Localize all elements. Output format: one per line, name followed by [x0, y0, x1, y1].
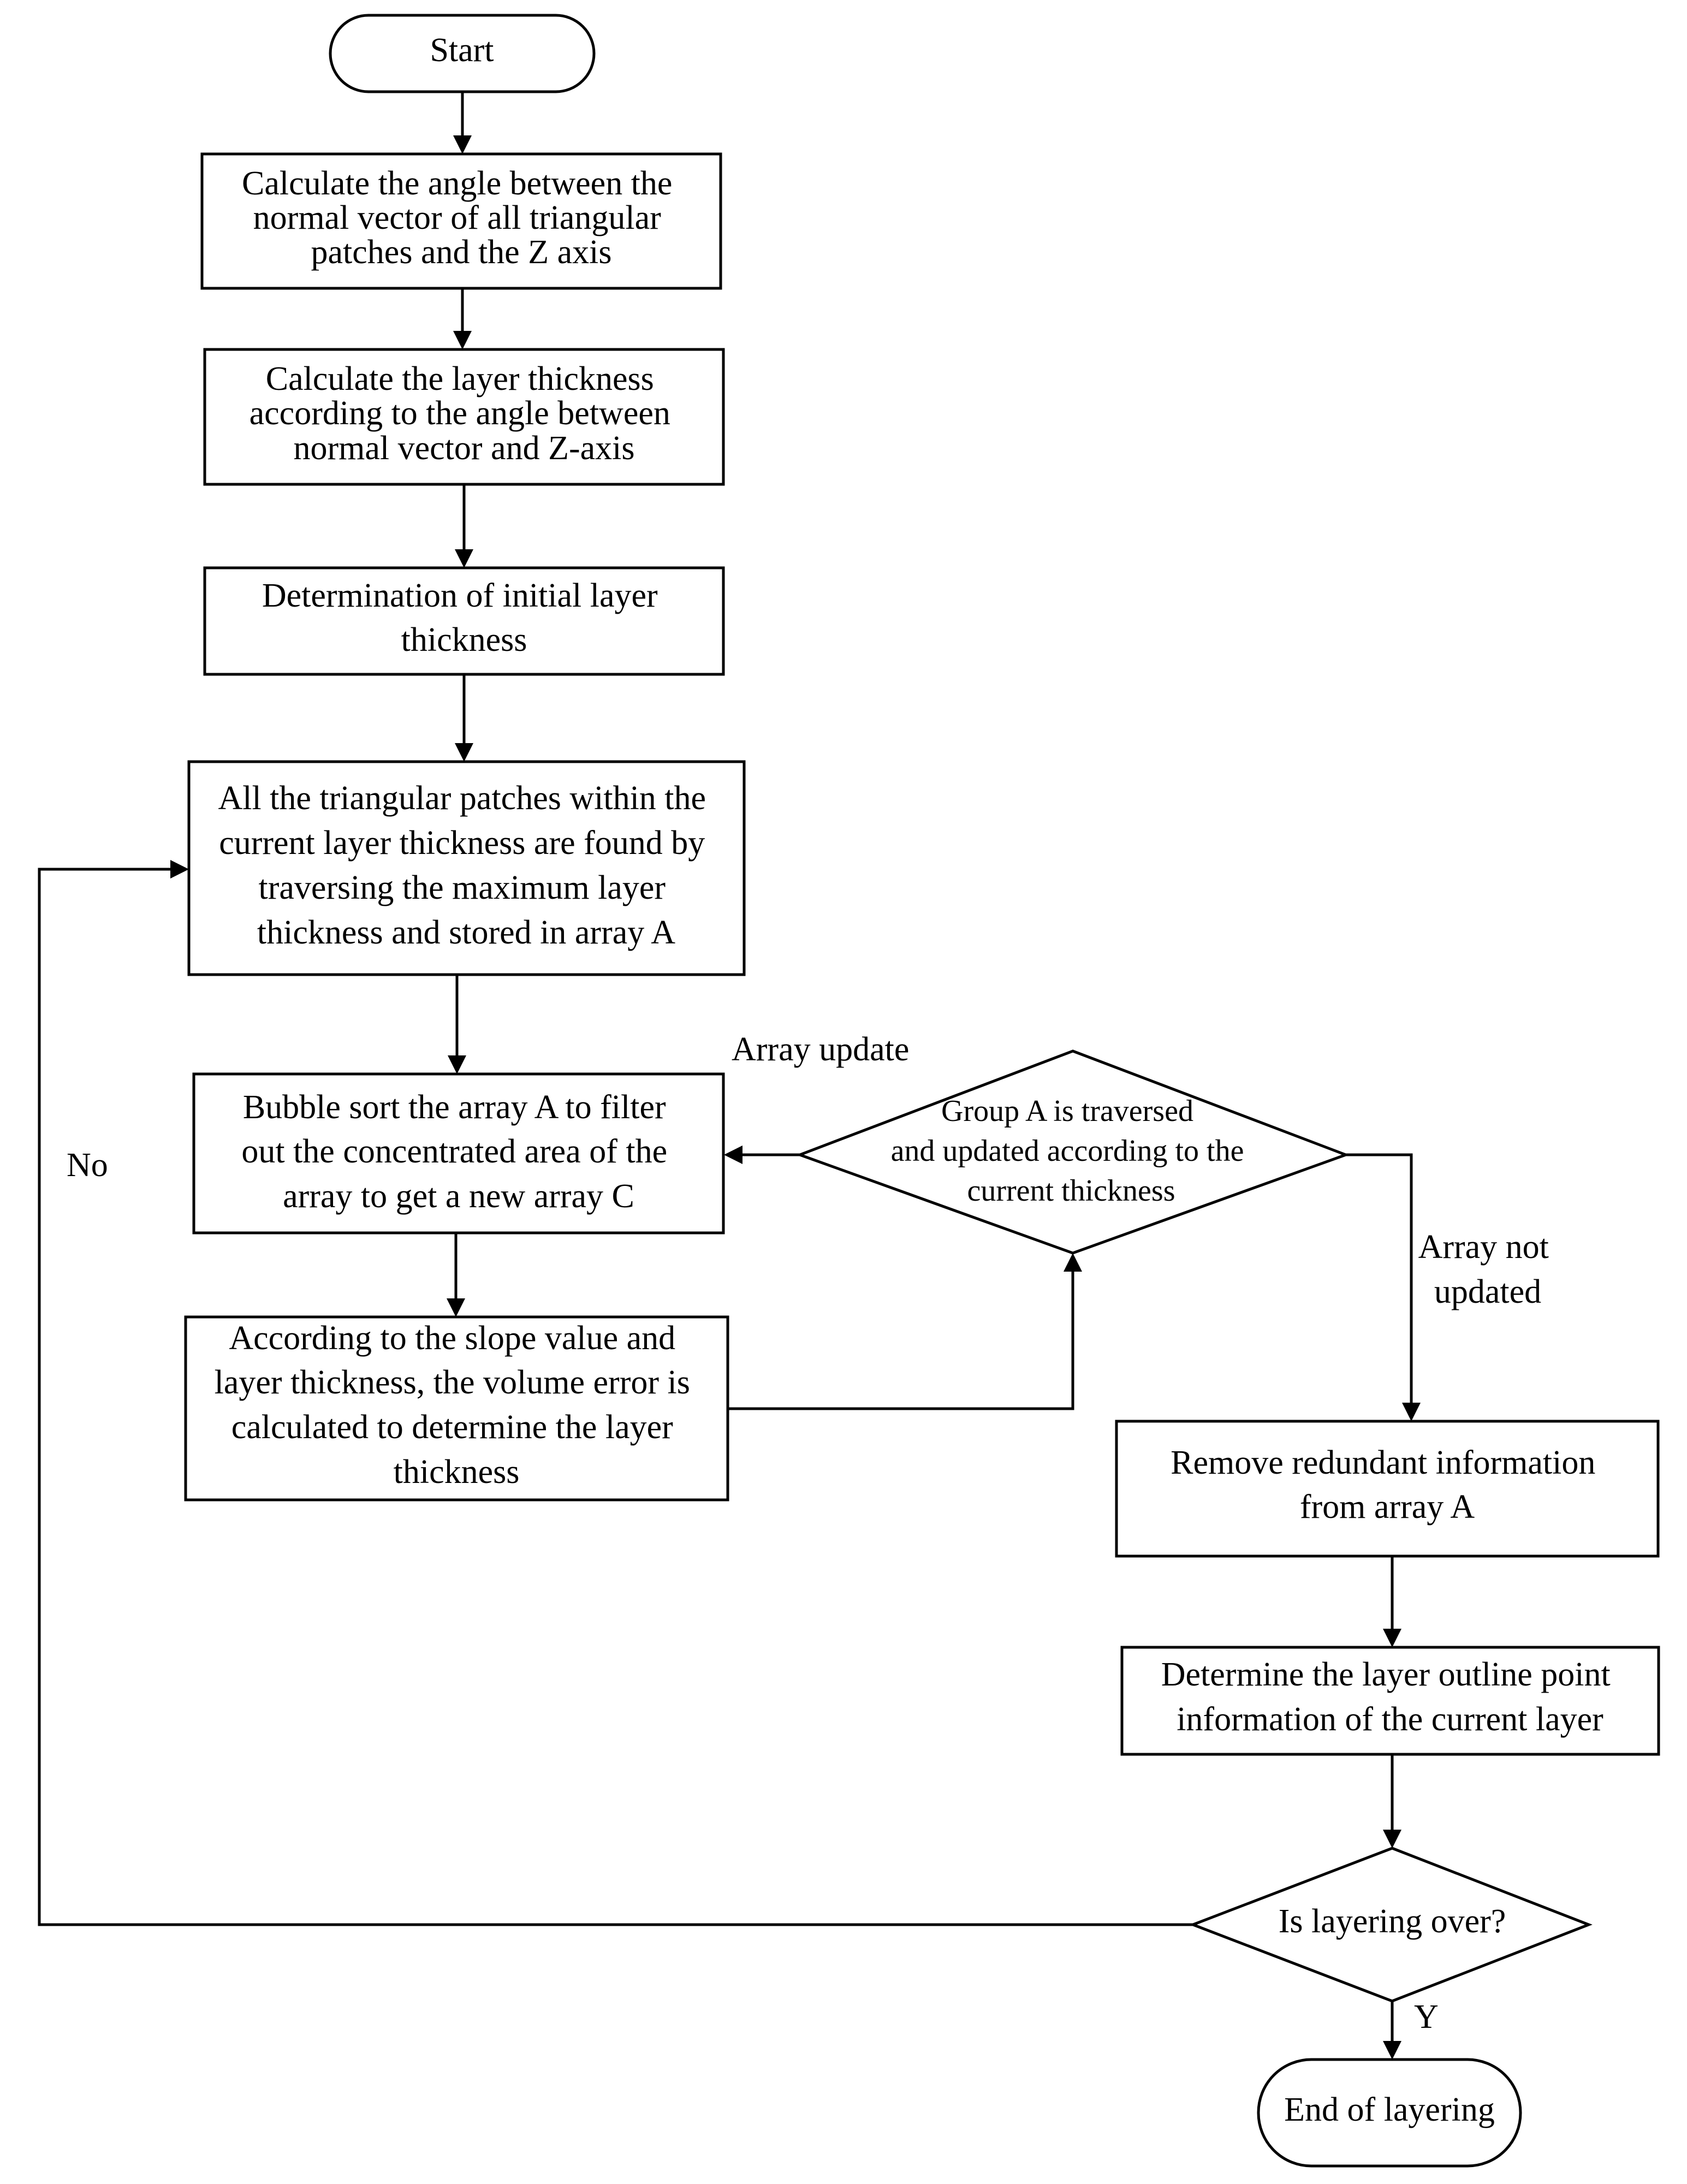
- decision-diamond: [795, 1049, 1350, 1255]
- node-calc-angle-line: patches and the Z axis: [311, 234, 612, 271]
- node-find-patches: All the triangular patches within the cu…: [187, 760, 746, 976]
- node-volume-error-line: thickness: [394, 1453, 520, 1491]
- node-initial-thickness-line: Determination of initial layer: [262, 577, 658, 614]
- terminal-shape: [1257, 2058, 1522, 2168]
- node-calc-thickness-line: according to the angle between: [250, 395, 670, 432]
- node-calc-thickness-line: normal vector and Z-axis: [294, 430, 635, 467]
- node-volume-error-line: calculated to determine the layer: [231, 1409, 673, 1446]
- node-bubble-sort-text: Bubble sort the array A to filter out th…: [241, 1081, 675, 1215]
- node-is-over: Is layering over?: [1189, 1847, 1593, 2003]
- node-calc-thickness-line: Calculate the layer thickness: [266, 360, 654, 397]
- arrowhead: [1383, 2041, 1401, 2060]
- terminal-shape: [329, 14, 596, 93]
- node-outline-points: Determine the layer outline point inform…: [1120, 1646, 1660, 1756]
- process-box: [192, 1072, 725, 1235]
- node-calc-thickness-text: Calculate the layer thickness according …: [250, 353, 679, 467]
- edge-is-over-to-find-patches: [38, 868, 1193, 1926]
- node-end-text: End of layering: [1284, 2091, 1495, 2128]
- node-find-patches-line: thickness and stored in array A: [257, 914, 675, 951]
- edges: [38, 92, 1421, 2060]
- node-outline-points-line: Determine the layer outline point: [1161, 1656, 1611, 1693]
- node-find-patches-line: All the triangular patches within the: [218, 780, 706, 817]
- arrowhead: [1383, 1629, 1401, 1647]
- edge-volume-error-to-group-update: [728, 1267, 1074, 1410]
- label-array-update: Array update: [732, 1031, 909, 1068]
- node-group-update-line: Group A is traversed: [941, 1094, 1193, 1128]
- node-initial-thickness-text: Determination of initial layer thickness: [262, 569, 666, 658]
- node-start-text: Start: [430, 32, 494, 69]
- node-remove-redundant-line: from array A: [1300, 1488, 1475, 1526]
- node-initial-thickness-line: thickness: [401, 621, 527, 658]
- process-box: [184, 1315, 729, 1502]
- arrowhead: [455, 743, 473, 762]
- process-box: [203, 348, 725, 486]
- arrowhead: [448, 1055, 466, 1074]
- process-box: [203, 566, 725, 676]
- node-is-over-line: Is layering over?: [1279, 1903, 1506, 1940]
- node-group-update-line: and updated according to the: [891, 1134, 1244, 1168]
- node-calc-angle: Calculate the angle between the normal v…: [200, 152, 722, 290]
- arrowhead: [1064, 1253, 1082, 1272]
- node-start-line: Start: [430, 32, 494, 69]
- node-bubble-sort-line: out the concentrated area of the: [241, 1133, 667, 1170]
- arrowhead: [455, 549, 473, 568]
- node-group-update: Group A is traversed and updated accordi…: [795, 1049, 1350, 1255]
- label-array-not-updated-line: updated: [1434, 1273, 1541, 1310]
- arrowhead: [170, 860, 189, 879]
- arrowhead: [447, 1298, 465, 1317]
- node-calc-angle-line: normal vector of all triangular: [253, 199, 662, 236]
- edge-labels: Array update Array not updated No Y: [67, 1031, 1558, 2035]
- node-bubble-sort: Bubble sort the array A to filter out th…: [192, 1072, 725, 1235]
- node-group-update-text: Group A is traversed and updated accordi…: [891, 1087, 1252, 1208]
- process-box: [1120, 1646, 1660, 1756]
- node-initial-thickness: Determination of initial layer thickness: [203, 566, 725, 676]
- label-no: No: [67, 1147, 108, 1184]
- node-volume-error-text: According to the slope value and layer t…: [215, 1312, 699, 1491]
- node-volume-error-line: According to the slope value and: [229, 1320, 675, 1357]
- node-find-patches-text: All the triangular patches within the cu…: [218, 772, 714, 951]
- node-end: End of layering: [1257, 2058, 1522, 2168]
- node-volume-error-line: layer thickness, the volume error is: [215, 1364, 690, 1401]
- node-remove-redundant-line: Remove redundant information: [1171, 1444, 1595, 1481]
- node-is-over-text: Is layering over?: [1279, 1903, 1506, 1940]
- node-calc-angle-text: Calculate the angle between the normal v…: [242, 157, 681, 271]
- node-remove-redundant: Remove redundant information from array …: [1115, 1420, 1660, 1558]
- arrowhead: [453, 135, 472, 154]
- node-volume-error: According to the slope value and layer t…: [184, 1312, 729, 1502]
- label-array-not-updated: Array not updated: [1418, 1221, 1558, 1310]
- node-end-line: End of layering: [1284, 2091, 1495, 2128]
- node-remove-redundant-text: Remove redundant information from array …: [1171, 1437, 1604, 1526]
- node-find-patches-line: current layer thickness are found by: [219, 824, 705, 862]
- node-calc-angle-line: Calculate the angle between the: [242, 165, 672, 202]
- node-bubble-sort-line: Bubble sort the array A to filter: [243, 1089, 666, 1126]
- node-outline-points-text: Determine the layer outline point inform…: [1161, 1648, 1619, 1738]
- label-yes: Y: [1414, 1998, 1439, 2035]
- arrowhead: [1402, 1403, 1421, 1421]
- process-box: [1115, 1420, 1660, 1558]
- decision-diamond: [1189, 1847, 1593, 2003]
- node-group-update-line: current thickness: [967, 1174, 1175, 1208]
- node-outline-points-line: information of the current layer: [1177, 1701, 1603, 1738]
- arrowhead: [724, 1146, 742, 1164]
- process-box: [200, 152, 722, 290]
- arrowhead: [1383, 1830, 1401, 1848]
- edge-group-update-to-remove-redundant: [1346, 1153, 1413, 1406]
- process-box: [187, 760, 746, 976]
- node-start: Start: [329, 14, 596, 93]
- node-calc-thickness: Calculate the layer thickness according …: [203, 348, 725, 486]
- node-bubble-sort-line: array to get a new array C: [283, 1178, 634, 1215]
- arrowhead: [453, 331, 472, 349]
- node-find-patches-line: traversing the maximum layer: [259, 869, 666, 906]
- label-array-not-updated-line: Array not: [1418, 1228, 1549, 1266]
